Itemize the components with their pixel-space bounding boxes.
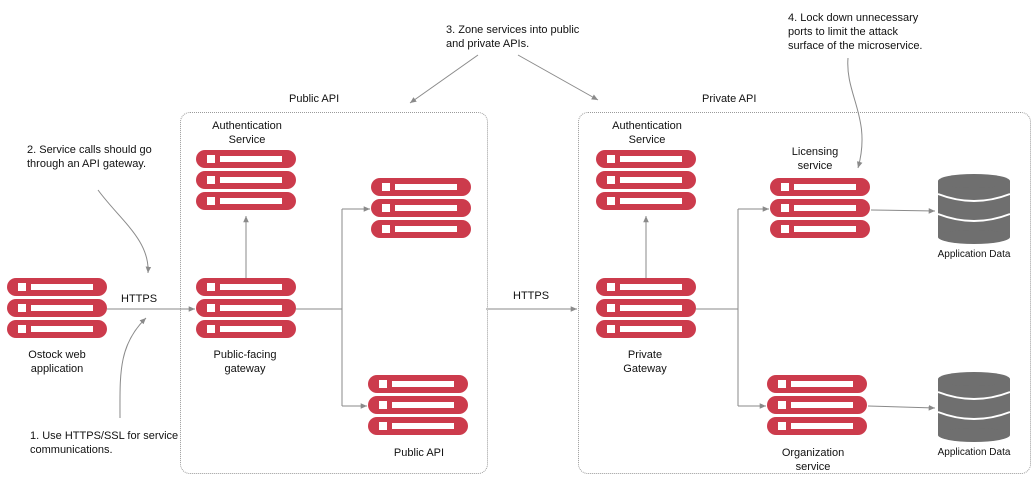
licensing-server-icon xyxy=(770,178,870,238)
client-https-label: HTTPS xyxy=(121,293,158,305)
licensing-to-db-arrow xyxy=(870,208,936,214)
licensing-db-icon xyxy=(937,174,1011,244)
note3-to-private-arrow xyxy=(517,54,599,101)
public-api-bottom-server-icon xyxy=(368,375,468,435)
public-api-service-label: Public API xyxy=(393,447,445,459)
organization-to-db-arrow xyxy=(867,405,936,411)
ostock-server-icon xyxy=(7,278,107,338)
private-auth-server-icon xyxy=(596,150,696,210)
public-zone-title: Public API xyxy=(289,93,340,105)
note1-pointer-curve xyxy=(119,317,147,419)
gateway-https-label: HTTPS xyxy=(513,290,550,302)
private-gateway-out-line xyxy=(696,209,739,406)
note4-pointer-curve xyxy=(847,57,863,169)
public-gateway-server-icon xyxy=(196,278,296,338)
public-gateway-out-line xyxy=(296,209,343,406)
organization-server-icon xyxy=(767,375,867,435)
public-api-top-server-icon xyxy=(371,178,471,238)
note2-pointer-curve xyxy=(97,189,152,274)
private-zone-title: Private API xyxy=(702,93,757,105)
licensing-db-label: Application Data xyxy=(937,249,1011,260)
public-api-zone xyxy=(180,112,488,474)
organization-db-icon xyxy=(937,372,1011,442)
private-gateway-server-icon xyxy=(596,278,696,338)
private-api-zone xyxy=(578,112,1031,474)
note3-to-public-arrow xyxy=(409,54,479,104)
public-auth-server-icon xyxy=(196,150,296,210)
organization-db-label: Application Data xyxy=(937,447,1011,458)
